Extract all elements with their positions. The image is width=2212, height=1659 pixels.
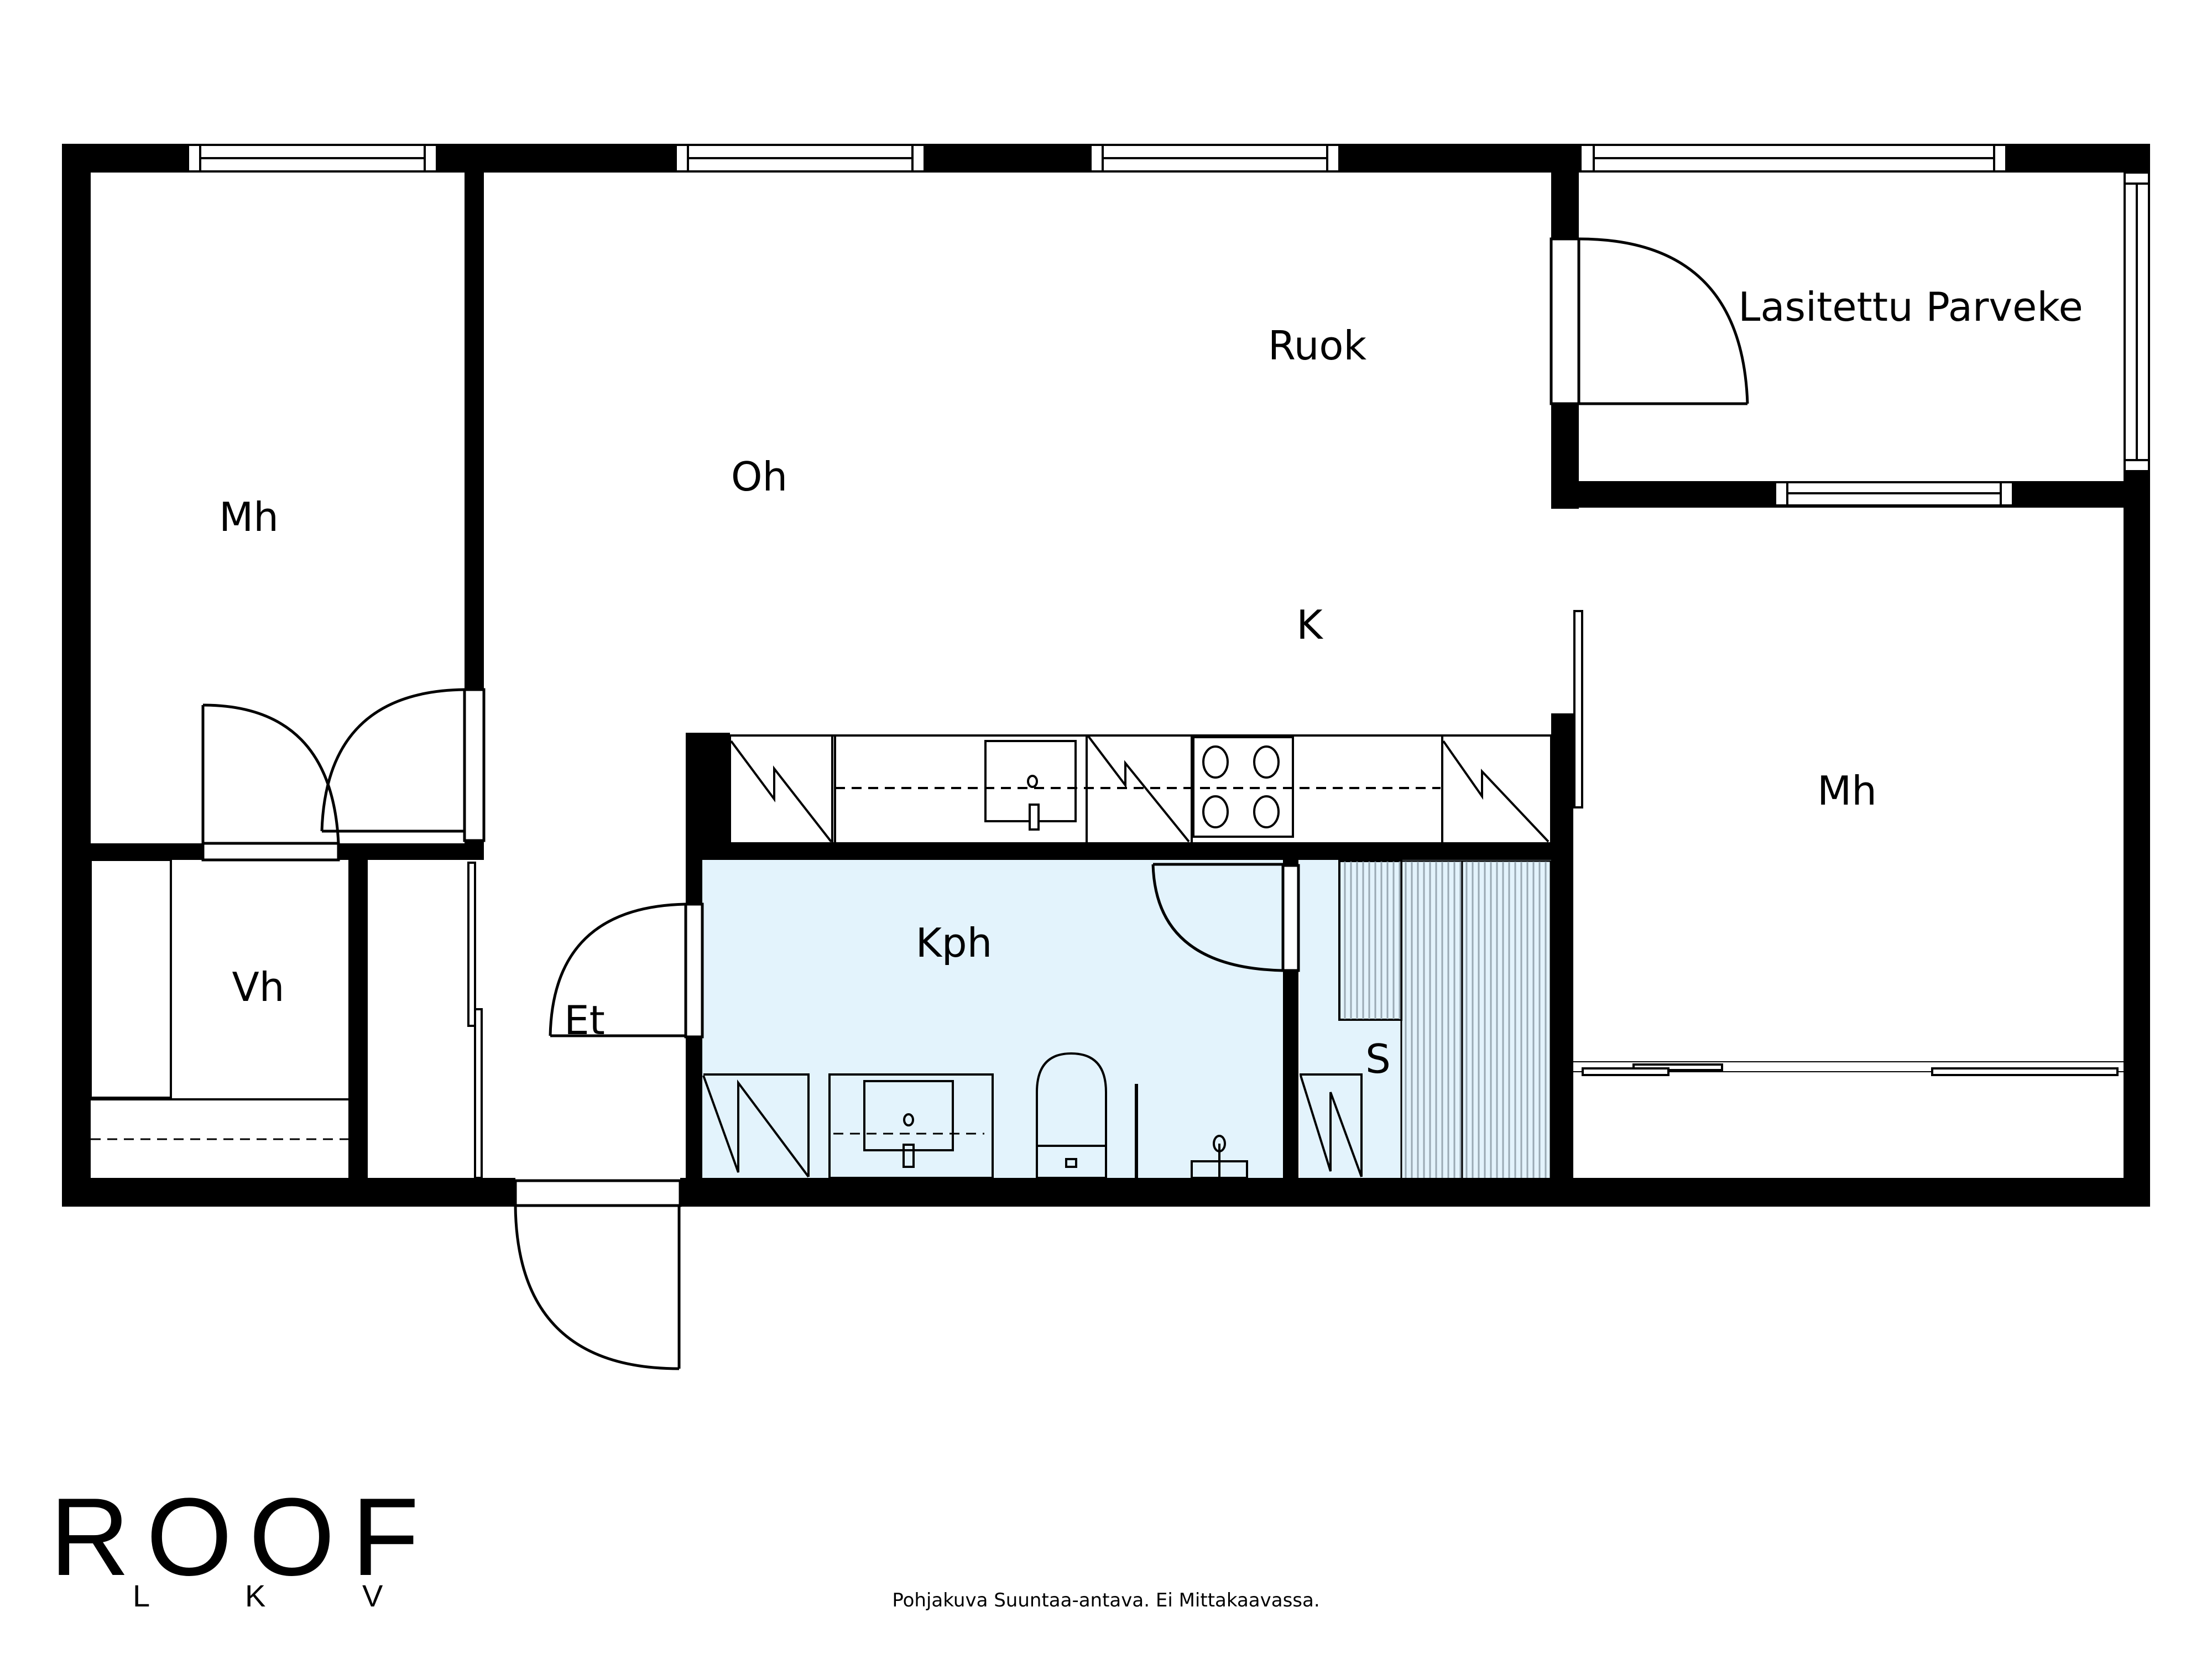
windows-top [187, 144, 2007, 173]
room-label-ruok: Ruok [1268, 322, 1366, 369]
logo-sub-v: V [362, 1578, 383, 1613]
interior-walls [62, 173, 2150, 1206]
disclaimer-text: Pohjakuva Suuntaa-antava. Ei Mittakaavas… [892, 1589, 1319, 1611]
room-label-k: K [1296, 602, 1323, 648]
room-labels: Mh Oh Ruok K Lasitettu Parveke Mh Vh Et … [219, 284, 2083, 1082]
walk-in-closet-shelves [90, 859, 348, 1140]
room-label-vh: Vh [232, 964, 285, 1010]
washing-machine [703, 1073, 810, 1177]
room-label-mh-left: Mh [219, 494, 279, 540]
sink [863, 1080, 954, 1151]
sauna-door[interactable] [1151, 863, 1300, 972]
room-label-oh: Oh [731, 453, 787, 500]
room-label-kph: Kph [916, 920, 993, 966]
bedroom-right-wardrobe [1573, 1061, 2124, 1076]
room-label-s: S [1365, 1036, 1391, 1082]
room-label-et: Et [564, 997, 605, 1044]
living-room-door[interactable] [320, 688, 486, 842]
sauna-benches [1338, 860, 1552, 1182]
room-label-balcony: Lasitettu Parveke [1738, 284, 2083, 330]
hall-closet-sliding-door[interactable] [467, 862, 483, 1179]
window-balcony-inner [1774, 481, 2014, 507]
doors [201, 237, 1749, 1370]
sauna-floor [1300, 860, 1551, 1181]
room-label-mh-right: Mh [1817, 768, 1877, 814]
bedroom-right-sliding-door[interactable] [1573, 610, 1583, 808]
bathroom-door[interactable] [549, 902, 704, 1039]
bathroom-fixtures [702, 1052, 1248, 1179]
entrance-door[interactable] [514, 1179, 682, 1370]
sauna-stove [1300, 1073, 1363, 1177]
logo-sub-k: K [245, 1578, 265, 1613]
balcony-door[interactable] [1550, 237, 1749, 405]
sink-cabinet [828, 1073, 994, 1179]
roof-lkv-logo: ROOF L K V [50, 1475, 436, 1613]
bedroom-left-door[interactable] [201, 703, 340, 862]
logo-sub-l: L [133, 1578, 150, 1613]
logo-main-text: ROOF [50, 1475, 436, 1599]
window-balcony-side [2124, 171, 2150, 472]
kitchen-counter [729, 734, 1552, 844]
